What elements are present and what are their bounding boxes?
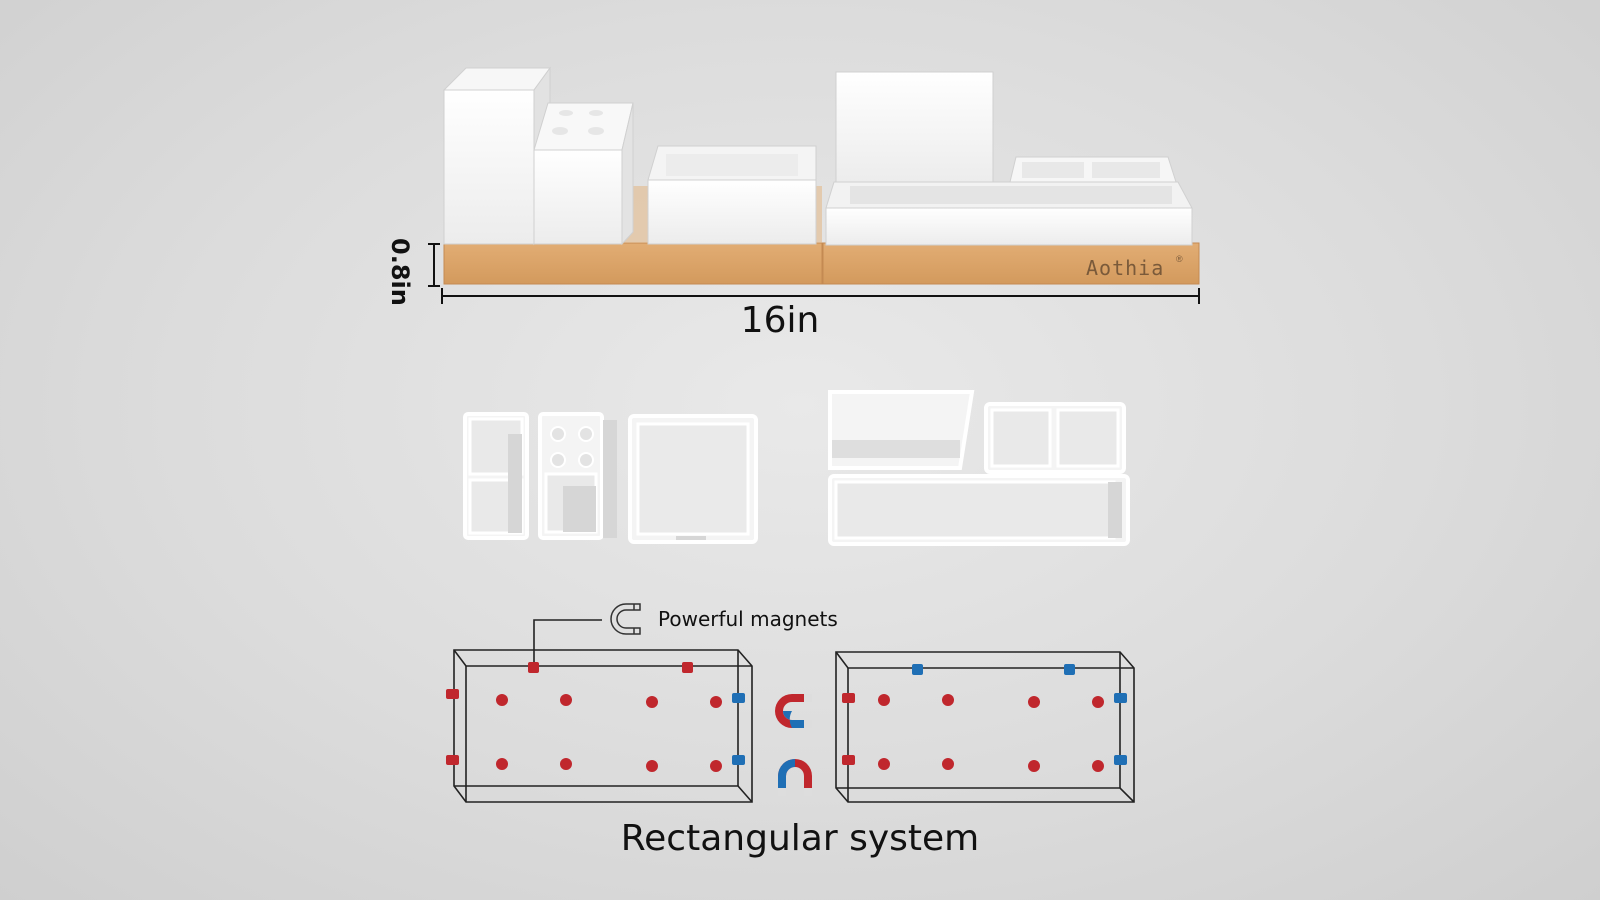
edge-magnet xyxy=(842,693,855,703)
magnet-dot xyxy=(710,760,722,772)
outline-magnet-icon xyxy=(610,603,641,635)
left-wood-base xyxy=(443,242,823,285)
magnet-dot xyxy=(878,758,890,770)
left-box-wireframe xyxy=(453,649,753,803)
height-label: 0.8in xyxy=(386,238,414,306)
magnet-dot xyxy=(942,758,954,770)
right-box-magnets xyxy=(842,664,1127,772)
magnet-dot xyxy=(496,758,508,770)
magnet-dot xyxy=(1028,696,1040,708)
four-hole-pen-holder xyxy=(533,102,634,246)
memo-note-tray xyxy=(647,145,817,245)
edge-magnet-blue xyxy=(732,755,745,765)
width-label: 16in xyxy=(741,300,820,341)
magnet-dot xyxy=(1092,696,1104,708)
magnet-dot xyxy=(496,694,508,706)
top-view-outlines xyxy=(463,390,1130,546)
edge-magnet-blue xyxy=(912,664,923,675)
magnet-system-diagram: Powerful magnets Rectangular system xyxy=(446,603,1135,859)
edge-magnet xyxy=(446,689,459,699)
attracting-magnet-top-icon xyxy=(775,694,812,728)
width-dimension: 16in xyxy=(441,288,1200,341)
edge-magnet xyxy=(528,662,539,673)
magnet-dot xyxy=(646,696,658,708)
small-dual-tray xyxy=(1009,156,1177,183)
organizer-side-view: Aothia ® 0.8in 16in xyxy=(386,66,1200,341)
four-hole-top-view xyxy=(538,412,617,540)
magnet-dot xyxy=(942,694,954,706)
dual-tray-top-view xyxy=(984,402,1126,474)
callout-leader-line xyxy=(533,619,602,662)
right-wood-base xyxy=(822,242,1200,285)
magnet-dot xyxy=(1028,760,1040,772)
magnet-dot xyxy=(560,694,572,706)
attracting-magnet-bottom-icon xyxy=(778,759,812,796)
edge-magnet-blue xyxy=(732,693,745,703)
magnet-dot xyxy=(710,696,722,708)
edge-magnet xyxy=(446,755,459,765)
brand-wordmark: Aothia xyxy=(1086,256,1164,280)
magnet-dot xyxy=(1092,760,1104,772)
memo-tray-top-view xyxy=(628,414,758,544)
long-tray-top-view xyxy=(828,474,1130,546)
right-box-wireframe xyxy=(835,651,1135,803)
upright-holder-top-view xyxy=(828,390,975,470)
edge-magnet xyxy=(842,755,855,765)
height-dimension: 0.8in xyxy=(386,238,440,306)
brand-registered-mark: ® xyxy=(1176,254,1183,264)
magnet-dot xyxy=(878,694,890,706)
edge-magnet-blue xyxy=(1064,664,1075,675)
magnet-dot xyxy=(646,760,658,772)
edge-magnet xyxy=(682,662,693,673)
upright-file-holder xyxy=(835,71,994,185)
magnets-callout-label: Powerful magnets xyxy=(658,607,838,631)
edge-magnet-blue xyxy=(1114,755,1127,765)
magnet-dot xyxy=(560,758,572,770)
edge-magnet-blue xyxy=(1114,693,1127,703)
long-pen-tray xyxy=(825,181,1193,246)
left-box-magnets xyxy=(446,662,745,772)
system-caption: Rectangular system xyxy=(621,818,979,859)
double-cup-top-view xyxy=(463,412,529,540)
